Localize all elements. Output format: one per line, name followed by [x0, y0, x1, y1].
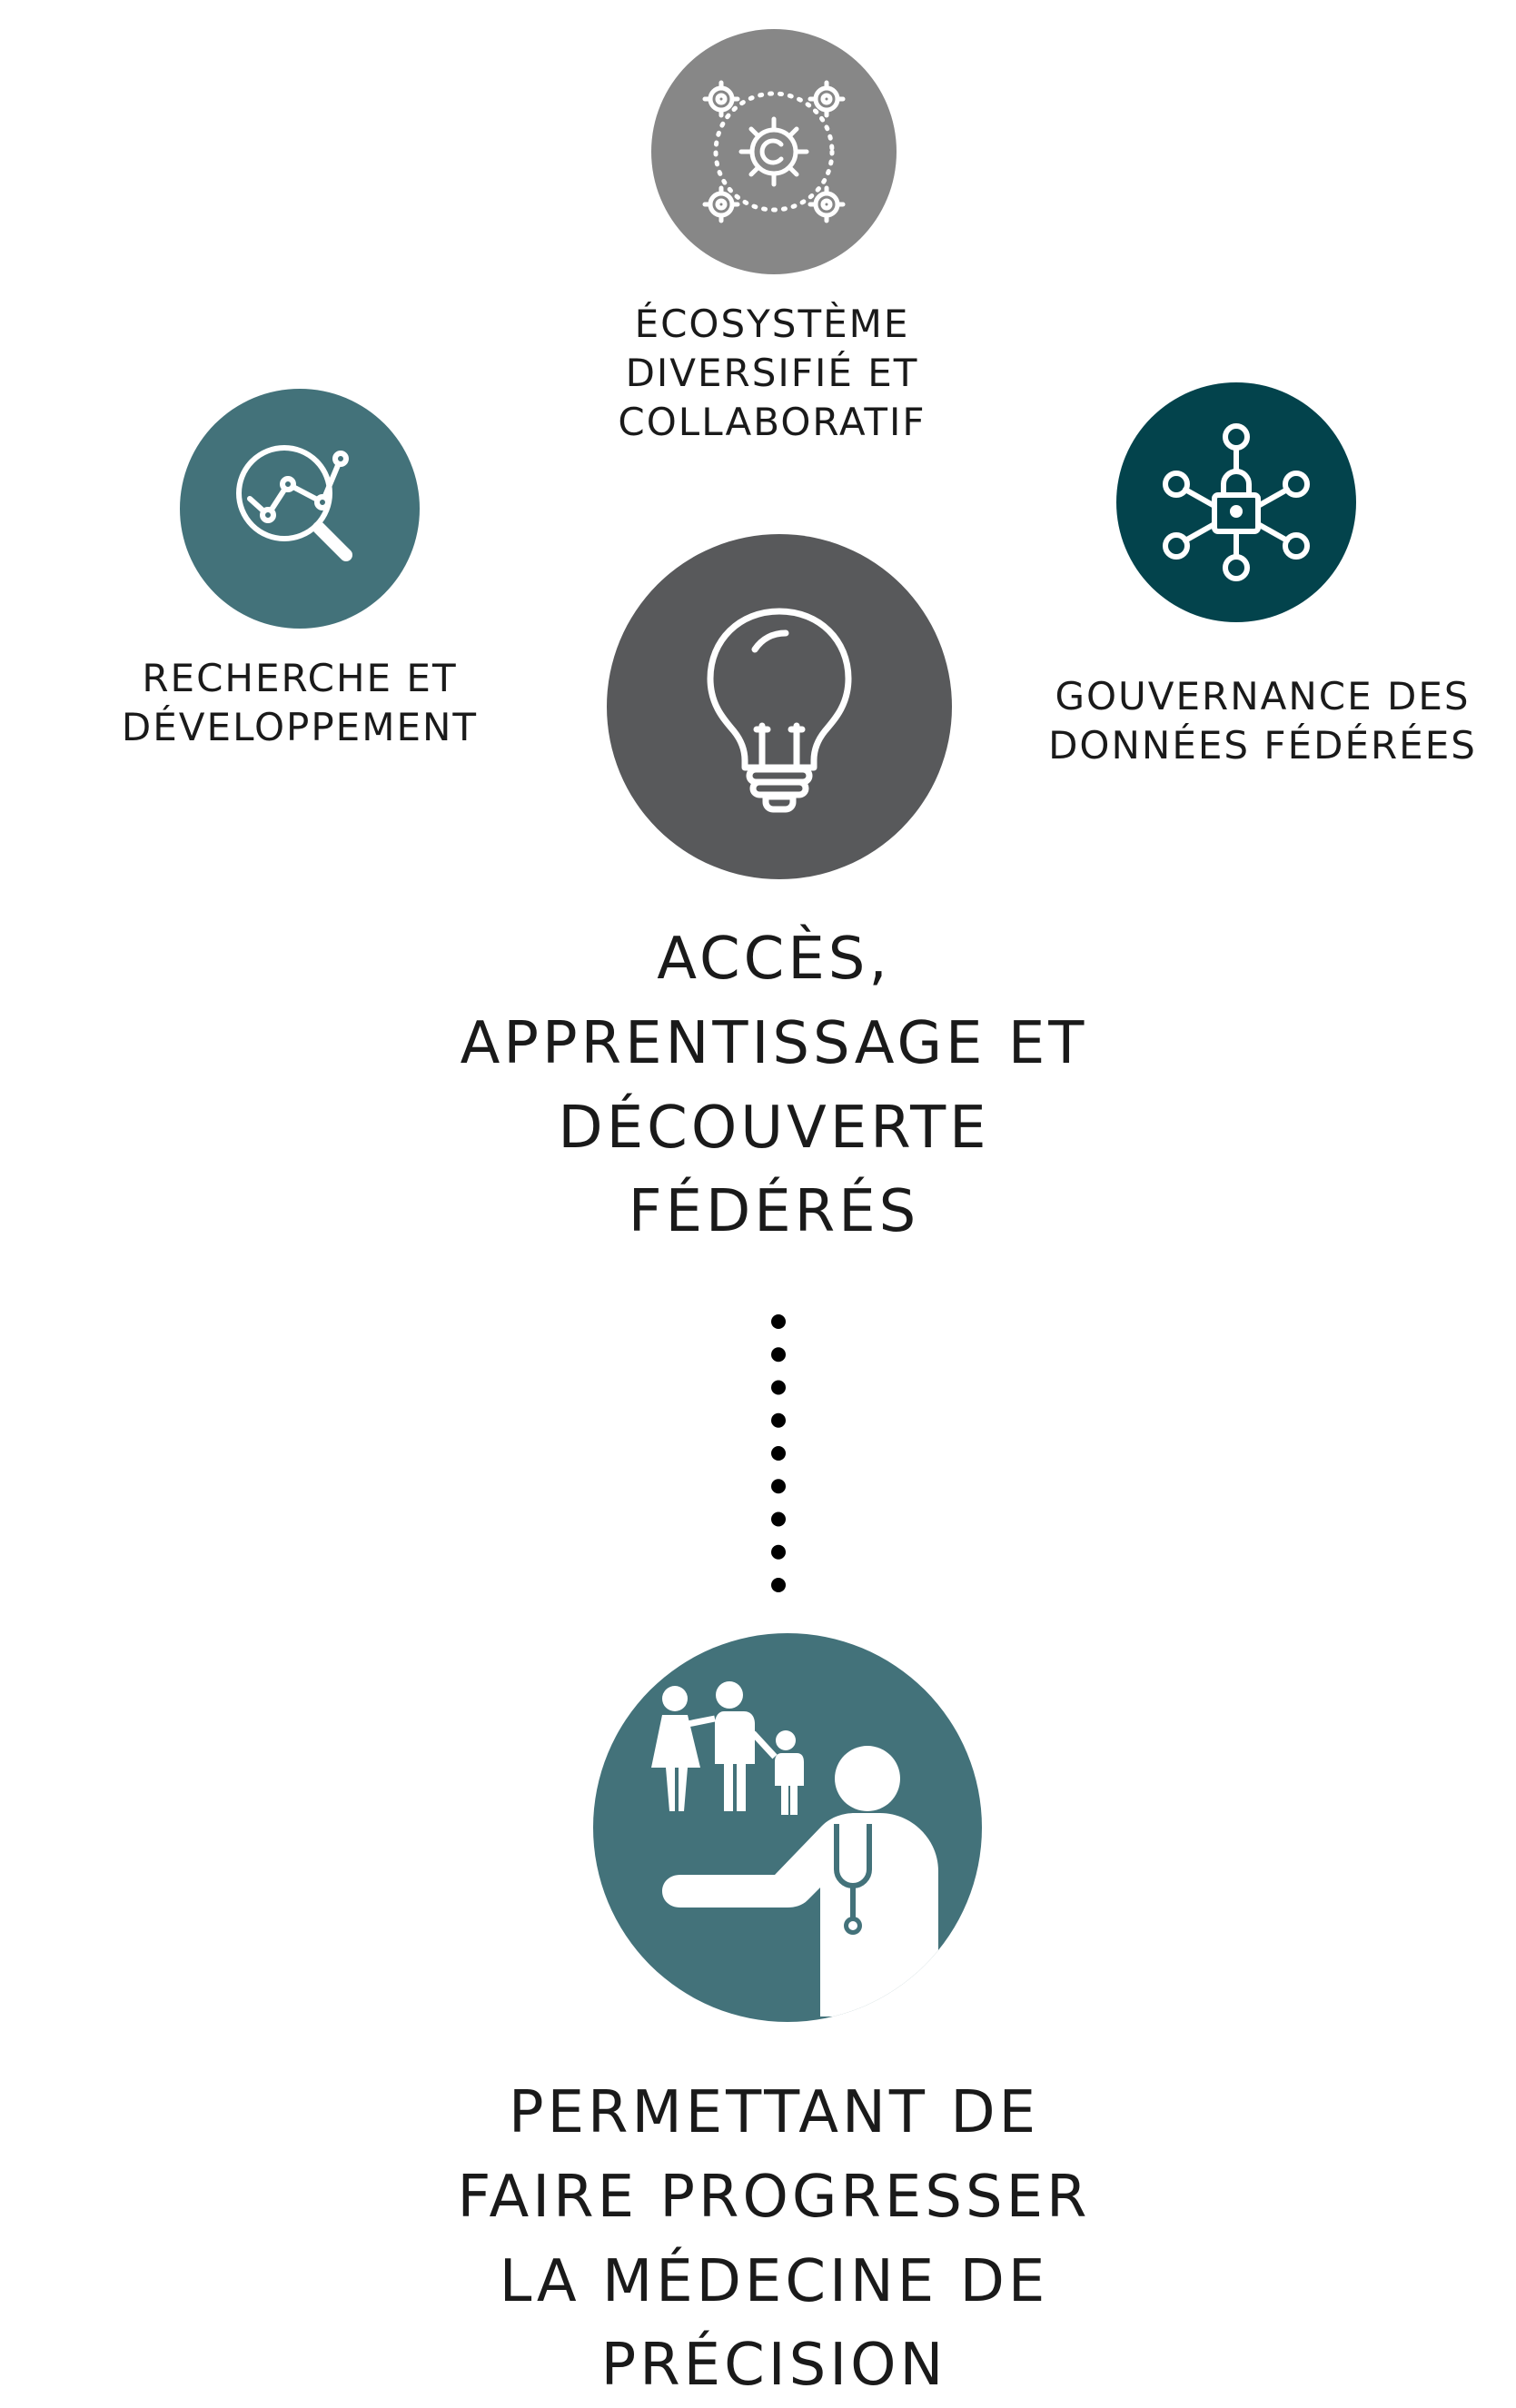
- central-label: ACCÈS, APPRENTISSAGE ET DÉCOUVERTE FÉDÉR…: [303, 917, 1244, 1254]
- doctor-family-icon: [651, 1681, 938, 2017]
- research-label: RECHERCHE ET DÉVELOPPEMENT: [36, 654, 563, 752]
- outcome-circle: [593, 1633, 982, 2022]
- research-circle: [180, 389, 420, 629]
- ecosystem-label-line: ÉCOSYSTÈME: [634, 302, 910, 346]
- connector-dot: [771, 1479, 786, 1494]
- outcome-label-line: PRÉCISION: [600, 2332, 947, 2400]
- central-label-line: FÉDÉRÉS: [628, 1178, 920, 1246]
- connector-dot: [771, 1446, 786, 1461]
- governance-label: GOUVERNANCE DES DONNÉES FÉDÉRÉES: [1008, 672, 1516, 770]
- outcome-label-line: FAIRE PROGRESSER: [457, 2163, 1091, 2231]
- outcome-label-line: LA MÉDECINE DE: [499, 2247, 1049, 2315]
- lock-network-icon: [1163, 423, 1310, 581]
- connector-dot: [771, 1544, 786, 1560]
- ecosystem-label-line: DIVERSIFIÉ ET: [625, 350, 919, 395]
- ecosystem-circle: [651, 29, 897, 274]
- research-label-line: RECHERCHE ET: [142, 656, 458, 700]
- connector-dot: [771, 1578, 786, 1592]
- governance-circle: [1116, 382, 1356, 622]
- lightbulb-icon: [707, 608, 852, 813]
- connector-dot: [771, 1412, 786, 1428]
- magnifier-chart-icon: [236, 445, 352, 561]
- central-circle: [607, 534, 952, 879]
- research-label-line: DÉVELOPPEMENT: [121, 704, 479, 749]
- connector-dot: [771, 1347, 786, 1363]
- ecosystem-label-line: COLLABORATIF: [618, 399, 926, 444]
- outcome-label-line: PERMETTANT DE: [508, 2079, 1040, 2146]
- connector-dot: [771, 1511, 786, 1527]
- connector-dot: [771, 1380, 786, 1395]
- dotted-connector: [771, 1314, 786, 1592]
- ecosystem-label: ÉCOSYSTÈME DIVERSIFIÉ ET COLLABORATIF: [509, 300, 1035, 446]
- central-label-line: ACCÈS,: [657, 926, 891, 993]
- central-label-line: APPRENTISSAGE ET: [460, 1009, 1088, 1077]
- central-label-line: DÉCOUVERTE: [558, 1094, 990, 1162]
- governance-label-line: DONNÉES FÉDÉRÉES: [1048, 722, 1477, 768]
- gears-network-icon: [702, 80, 846, 223]
- governance-label-line: GOUVERNANCE DES: [1055, 674, 1471, 718]
- outcome-label: PERMETTANT DE FAIRE PROGRESSER LA MÉDECI…: [303, 2071, 1244, 2408]
- connector-dot: [771, 1314, 786, 1329]
